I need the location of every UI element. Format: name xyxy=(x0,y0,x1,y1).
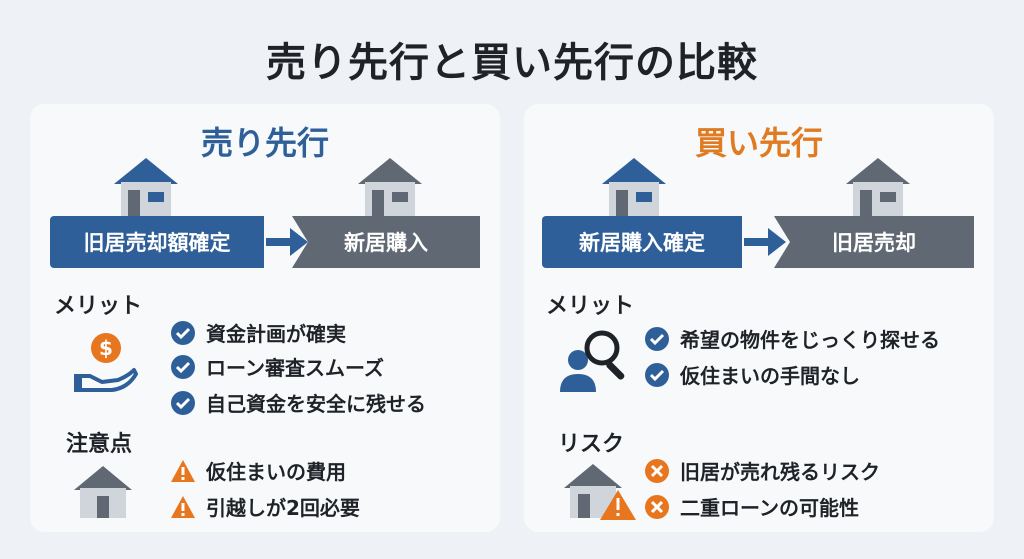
x-circle-icon xyxy=(645,458,669,483)
warning-icon xyxy=(171,459,195,482)
buy-risk-text: 二重ローンの可能性 xyxy=(680,496,859,520)
check-icon xyxy=(171,320,195,345)
sell-caution-item: 引越しが2回必要 xyxy=(170,492,360,521)
sell-merit-item: 資金計画が確実 xyxy=(170,318,346,347)
buy-risk-item: 二重ローンの可能性 xyxy=(644,492,859,521)
buy-merit-text: 仮住まいの手間なし xyxy=(680,364,860,388)
house-icon-blue-roof xyxy=(114,158,178,216)
buy-merit-label: メリット xyxy=(546,294,635,319)
check-icon xyxy=(171,354,195,379)
page-title: 売り先行と買い先行の比較 xyxy=(266,40,758,86)
buy-merit-item: 仮住まいの手間なし xyxy=(644,360,860,389)
buy-first-title: 買い先行 xyxy=(694,124,823,162)
sell-merit-label: メリット xyxy=(54,294,143,319)
flow-arrow-icon xyxy=(266,228,308,256)
person-search-icon xyxy=(560,330,625,392)
check-icon xyxy=(171,390,195,415)
check-icon xyxy=(645,326,669,351)
house-warning-icon xyxy=(564,464,636,520)
sell-first-title: 売り先行 xyxy=(200,124,329,162)
svg-text:$: $ xyxy=(99,336,113,360)
buy-flow-step2: 旧居売却 xyxy=(774,216,974,268)
buy-merit-item: 希望の物件をじっくり探せる xyxy=(644,324,940,353)
sell-caution-text: 仮住まいの費用 xyxy=(206,460,346,484)
x-circle-icon xyxy=(645,494,669,519)
house-icon-gray-roof xyxy=(358,158,422,216)
buy-flow-step1: 新居購入確定 xyxy=(542,216,742,268)
buy-risk-label: リスク xyxy=(558,432,625,457)
warning-icon xyxy=(171,495,195,518)
sell-first-panel: 売り先行 旧居売却額確定 新居購入 メリット $ 資金計画が確実 ローン審査スム… xyxy=(30,104,500,532)
buy-risk-item: 旧居が売れ残るリスク xyxy=(644,456,880,485)
sell-caution-label: 注意点 xyxy=(66,432,133,457)
buy-merit-text: 希望の物件をじっくり探せる xyxy=(680,328,940,352)
house-icon-blue-roof xyxy=(602,158,666,216)
sell-merit-text: 資金計画が確実 xyxy=(206,322,346,346)
check-icon xyxy=(645,362,669,387)
buy-first-panel: 買い先行 新居購入確定 旧居売却 メリット 希望の物件をじっくり探せる 仮住まい… xyxy=(524,104,994,532)
house-icon xyxy=(74,466,132,518)
sell-merit-text: ローン審査スムーズ xyxy=(206,356,384,380)
sell-merit-item: ローン審査スムーズ xyxy=(170,352,384,381)
house-icon-gray-roof xyxy=(846,158,910,216)
sell-flow-step1: 旧居売却額確定 xyxy=(50,216,264,268)
sell-caution-item: 仮住まいの費用 xyxy=(170,456,346,485)
sell-caution-text: 引越しが2回必要 xyxy=(206,496,360,520)
sell-merit-text: 自己資金を安全に残せる xyxy=(206,392,426,416)
flow-arrow-icon xyxy=(744,228,786,256)
sell-merit-item: 自己資金を安全に残せる xyxy=(170,388,426,417)
sell-flow-step2: 新居購入 xyxy=(292,216,480,268)
buy-risk-text: 旧居が売れ残るリスク xyxy=(680,460,880,484)
money-hand-icon: $ xyxy=(74,333,138,392)
